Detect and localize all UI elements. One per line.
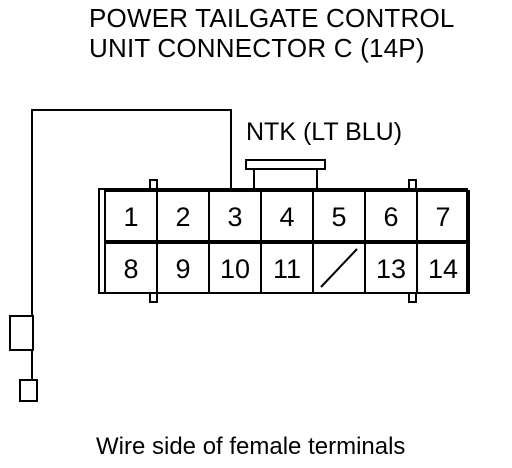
diagram-title-line2: UNIT CONNECTOR C (14P): [89, 33, 425, 63]
terminal-number: 11: [273, 254, 301, 284]
probe-wire: [31, 109, 232, 316]
probe-connector-lower: [19, 379, 38, 402]
terminal-number: 3: [227, 202, 242, 232]
terminal-number: 10: [220, 254, 250, 284]
guide-nub-bottom-right: [408, 292, 417, 303]
wire-color-label: NTK (LT BLU): [246, 118, 403, 146]
terminal-number: 13: [376, 254, 406, 284]
diagram-title-line1: POWER TAILGATE CONTROL: [89, 3, 455, 33]
diagram-caption: Wire side of female terminals: [96, 433, 406, 460]
terminal-number: 2: [175, 202, 190, 232]
terminal-number: 8: [123, 254, 138, 284]
empty-cavity-slash: [320, 248, 358, 288]
terminal-number: 14: [428, 254, 458, 284]
terminal-cavity: [416, 190, 470, 242]
terminal-number: 7: [435, 202, 450, 232]
terminal-number: 6: [383, 202, 398, 232]
terminal-number: 4: [279, 202, 294, 232]
guide-nub-top-left: [149, 179, 158, 190]
guide-nub-top-right: [408, 179, 417, 190]
terminal-number: 1: [123, 202, 138, 232]
guide-nub-bottom-left: [149, 292, 158, 303]
terminal-number: 9: [175, 254, 190, 284]
terminal-number: 5: [331, 202, 346, 232]
probe-connector-upper: [9, 315, 34, 351]
connector-lock-tab: [245, 159, 326, 189]
terminal-cavity: [416, 242, 470, 294]
